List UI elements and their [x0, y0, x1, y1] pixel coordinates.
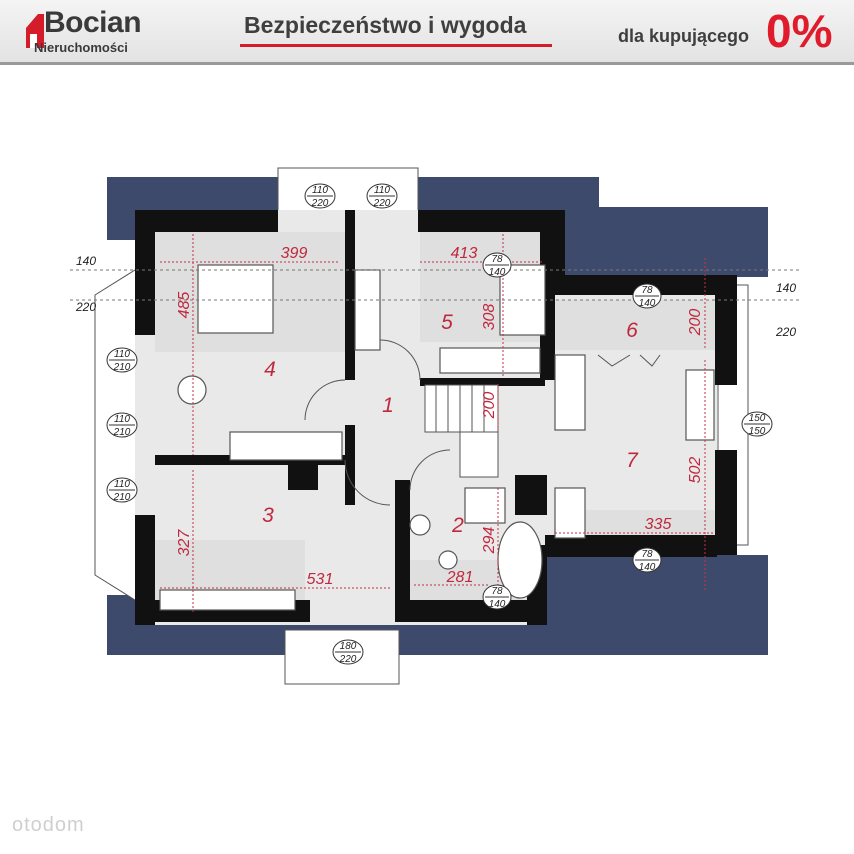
tagline: Bezpieczeństwo i wygoda [244, 12, 527, 38]
room-number: 6 [626, 319, 638, 342]
svg-text:150: 150 [749, 426, 766, 437]
svg-text:110: 110 [114, 479, 130, 490]
room-number: 1 [382, 394, 394, 417]
room-numbers: 1 2 3 4 5 6 7 [262, 311, 639, 537]
svg-text:110: 110 [312, 185, 328, 196]
room-dimension: 335 [645, 516, 672, 533]
side-dimension: 140 [776, 281, 796, 295]
svg-text:210: 210 [113, 492, 131, 503]
watermark: otodom [12, 814, 85, 836]
svg-text:78: 78 [641, 285, 653, 296]
buyer-fee-badge: 0% [766, 5, 833, 57]
room-number: 5 [441, 311, 453, 334]
room-dimension: 200 [687, 309, 704, 337]
svg-text:110: 110 [374, 185, 390, 196]
svg-text:78: 78 [491, 586, 503, 597]
room-dimension: 485 [176, 292, 193, 319]
svg-text:78: 78 [491, 254, 503, 265]
stairs [424, 384, 499, 478]
room-dimension: 294 [481, 527, 498, 555]
svg-text:150: 150 [749, 413, 766, 424]
side-dimension: 140 [76, 254, 96, 268]
room-dimension: 281 [446, 569, 474, 586]
buyer-text: dla kupującego [618, 26, 750, 46]
svg-text:140: 140 [639, 298, 656, 309]
svg-text:110: 110 [114, 414, 130, 425]
svg-text:110: 110 [114, 349, 130, 360]
svg-text:220: 220 [311, 198, 329, 209]
room-dimension: 399 [281, 245, 308, 262]
svg-text:180: 180 [340, 641, 357, 652]
svg-text:78: 78 [641, 549, 653, 560]
door-swings [304, 339, 661, 506]
roof-area [107, 177, 768, 655]
svg-text:140: 140 [489, 267, 506, 278]
tagline-underline [240, 44, 552, 47]
room-number: 7 [626, 449, 639, 472]
svg-text:220: 220 [339, 654, 357, 665]
side-dimension: 220 [75, 300, 96, 314]
svg-text:220: 220 [373, 198, 391, 209]
room-dimension: 200 [481, 392, 498, 420]
header-banner: Bocian Nieruchomości Bezpieczeństwo i wy… [0, 0, 854, 65]
room-dimensions: 399 413 485 308 200 200 502 335 327 5 31 … [176, 245, 704, 588]
svg-text:140: 140 [489, 599, 506, 610]
side-dimensions: 140 220 140 220 [75, 254, 796, 339]
room-dimension: 413 [451, 245, 478, 262]
room-number: 2 [451, 514, 464, 537]
svg-text:210: 210 [113, 427, 131, 438]
side-dimension: 220 [775, 325, 796, 339]
logo-subtitle: Nieruchomości [34, 40, 128, 55]
house-logo-icon [26, 14, 44, 48]
room-dimension: 327 [176, 529, 193, 557]
room-dimension: 502 [687, 457, 704, 484]
room-number: 3 [262, 504, 274, 527]
furniture [159, 264, 715, 611]
room-dimension: 531 [307, 571, 334, 588]
room-number: 4 [264, 358, 276, 381]
logo-title: Bocian [44, 6, 142, 39]
room-dimension: 308 [481, 304, 498, 331]
svg-text:140: 140 [639, 562, 656, 573]
svg-text:210: 210 [113, 362, 131, 373]
